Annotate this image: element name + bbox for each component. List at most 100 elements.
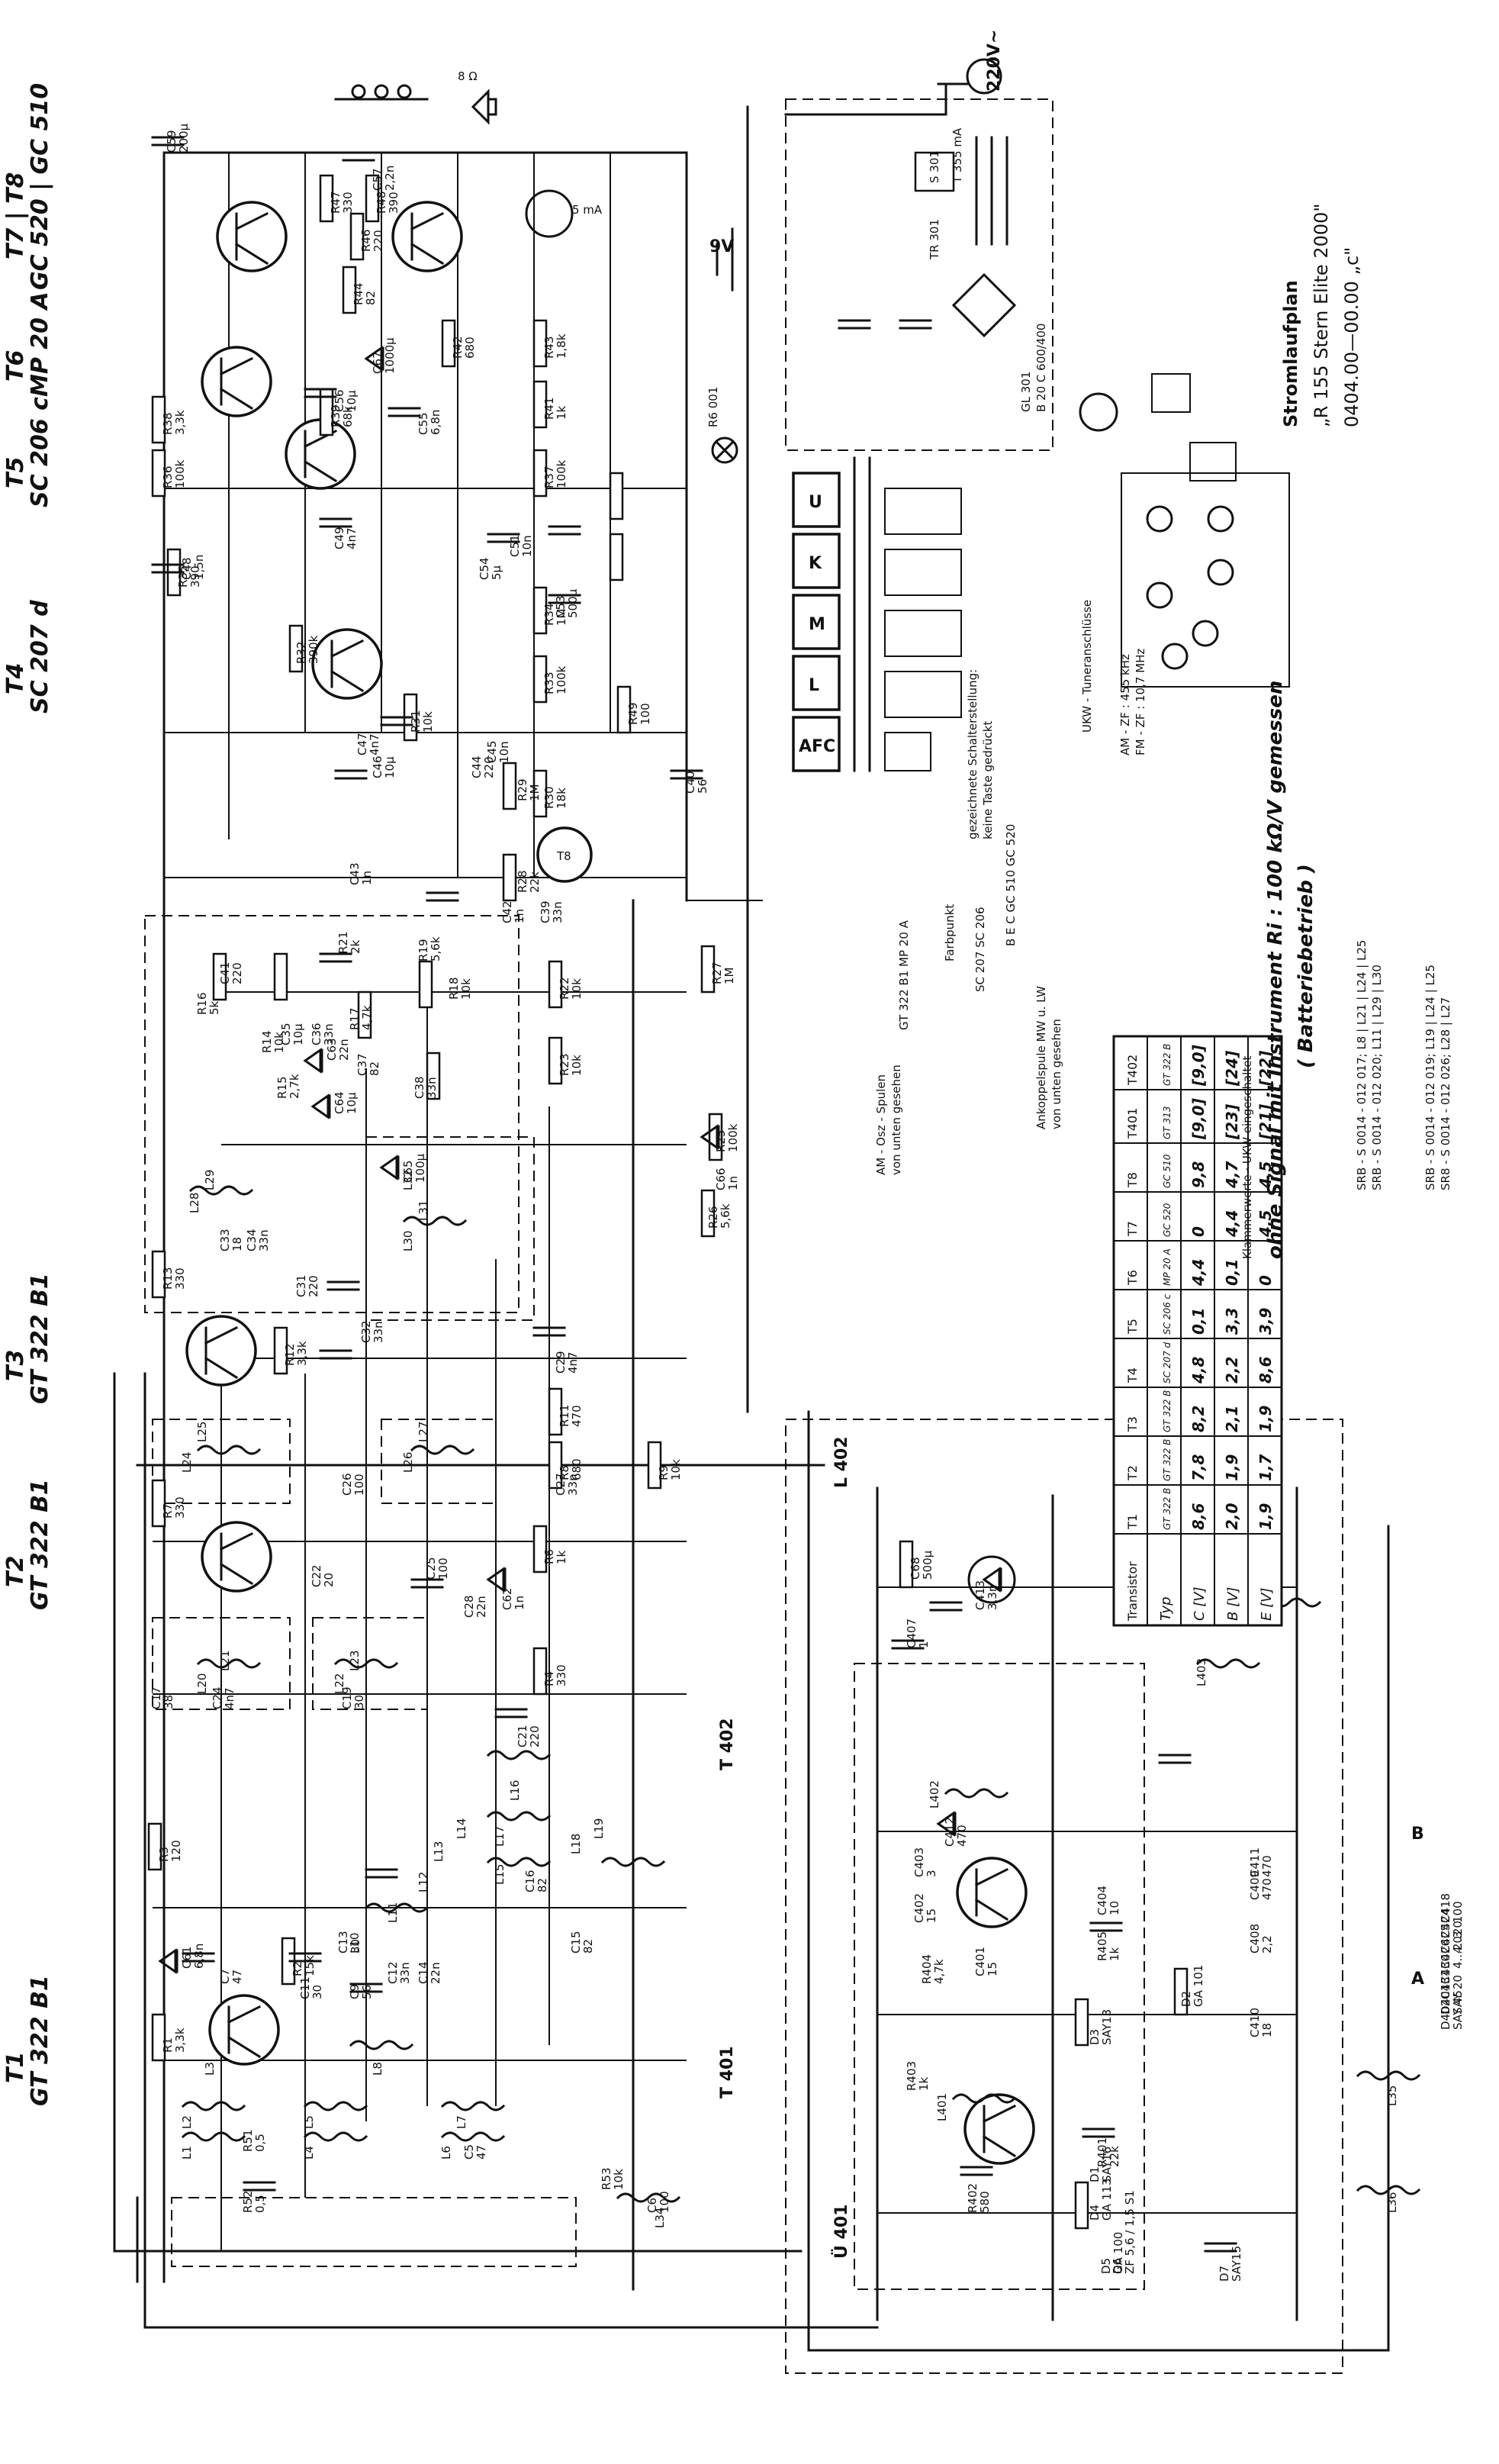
- ant-coil-label-2: von unten gesehen: [1050, 1019, 1063, 1129]
- component-label-c21: C21: [516, 1725, 529, 1747]
- component-value-c39: 33n: [551, 901, 565, 923]
- header-t6-part: MP 20 A: [27, 291, 53, 397]
- table-row-label: E [V]: [1259, 1588, 1275, 1621]
- component-value-d1: SAY16: [1100, 2147, 1114, 2182]
- component-label-c48: C48: [180, 557, 194, 580]
- component-label-c418: C418: [1439, 1893, 1452, 1923]
- svg-text:AFC: AFC: [799, 737, 835, 756]
- lamp-label: R6 001: [706, 387, 720, 427]
- component-label-c42: C42: [500, 900, 514, 923]
- coil-label-l403: L403: [1195, 1658, 1208, 1686]
- coil-label-l8: L8: [371, 2062, 384, 2076]
- component-label-c47: C47: [355, 733, 369, 755]
- table-cell: 1,9: [1256, 1503, 1275, 1530]
- component-value-c12: 33n: [398, 1962, 412, 1984]
- coil-label-l13: L13: [432, 1841, 446, 1862]
- table-cell: MP 20 A: [1162, 1248, 1173, 1286]
- component-label-c55: C55: [417, 412, 430, 435]
- component-label-r15: R15: [275, 1076, 289, 1099]
- coil-label-l27: L27: [417, 1422, 430, 1442]
- component-value-r37: 100k: [555, 459, 568, 488]
- meter-label: 5 mA: [572, 203, 603, 217]
- component-value-r8: 680: [570, 1458, 584, 1480]
- component-label-c15: C15: [569, 1931, 583, 1953]
- component-label-r19: R19: [417, 939, 430, 961]
- component-label-r401: R401: [1095, 2137, 1109, 2167]
- component-label-c51: C51: [508, 534, 522, 557]
- switch-note-2: keine Taste gedrückt: [981, 721, 995, 839]
- component-value-c63: 22n: [337, 1039, 351, 1061]
- component-value-c13: 30: [349, 1939, 362, 1953]
- table-cell: 4,5: [1256, 1161, 1275, 1189]
- component-label-c46: C46: [371, 755, 384, 778]
- coil-label-l24: L24: [180, 1452, 194, 1473]
- component-value-c40: 56: [696, 779, 709, 794]
- component-value-r27: 1M: [722, 968, 736, 985]
- component-label-r35: R35: [176, 565, 190, 588]
- component-value-c26: 100: [352, 1474, 366, 1496]
- component-value-c401: 15: [986, 1962, 999, 1976]
- header-t4-part: SC 207 d: [27, 600, 53, 713]
- transistor-t6: [201, 346, 272, 417]
- component-label-c27: C27: [554, 1473, 568, 1496]
- header-t3-part: GT 322 B1: [27, 1273, 53, 1404]
- component-value-c17: 38: [162, 1695, 175, 1709]
- component-value-c59: 200μ: [177, 123, 191, 153]
- component-value-c45: 10n: [497, 741, 511, 763]
- component-value-c425: 4...20: [1451, 1921, 1465, 1953]
- ukw-tuner: [1121, 373, 1290, 688]
- component-value-c46: 10μ: [383, 756, 397, 778]
- transistor-header: T1 GT 322 B1 T2 GT 322 B1 T3 GT 322 B1 T…: [2, 83, 53, 2106]
- component-label-d401: D401: [1439, 1984, 1452, 2015]
- header-t2-type: T2: [2, 1556, 29, 1587]
- component-label-c402: C402: [912, 1893, 926, 1923]
- component-value-r18: 10k: [459, 978, 473, 1000]
- component-value-c11: 30: [310, 1985, 324, 1999]
- coil-label-l25: L25: [195, 1422, 209, 1442]
- switch-note-1: gezeichnete Schalterstellung:: [966, 669, 979, 839]
- component-label-r30: R30: [542, 786, 556, 809]
- component-label-d7: D7: [1218, 2266, 1231, 2282]
- capacitor-symbols: [151, 136, 1237, 2253]
- component-value-c22: 20: [322, 1573, 336, 1587]
- voltage-table-notes: Klammerwerte · UKW eingeschaltet ohne Si…: [1240, 681, 1317, 1259]
- coil-label-l32: L32: [401, 1170, 415, 1190]
- component-value-r44: 82: [364, 291, 378, 305]
- component-value-r31: 10k: [421, 711, 435, 733]
- supply-bridge: B 20 C 600/400: [1034, 324, 1048, 412]
- transistor-t4: [311, 628, 383, 700]
- component-label-r44: R44: [352, 282, 365, 305]
- component-label-c54: C54: [478, 557, 491, 580]
- header-t4-type: T4: [2, 663, 29, 694]
- component-label-c56: C56: [333, 389, 346, 412]
- coil-label-l1: L1: [180, 2146, 194, 2160]
- component-value-c7: 47: [230, 1970, 244, 1984]
- component-value-r29: 1M: [528, 784, 542, 802]
- table-cell: [9,0]: [1189, 1098, 1208, 1140]
- title-line1: Stromlaufplan: [1280, 280, 1301, 427]
- table-cell: [9,0]: [1189, 1045, 1208, 1087]
- component-label-r13: R13: [161, 1267, 175, 1290]
- table-note-1: Klammerwerte · UKW eingeschaltet: [1240, 1056, 1254, 1259]
- component-value-r52: 0,5: [253, 2195, 267, 2213]
- table-header-cell: T401: [1125, 1108, 1140, 1139]
- component-label-r49: R49: [626, 702, 640, 725]
- component-label-r12: R12: [283, 1343, 297, 1366]
- component-value-c61: 6,8n: [192, 1944, 206, 1969]
- table-cell: 8,6: [1256, 1356, 1275, 1383]
- table-cell: GT 322 B: [1162, 1390, 1173, 1432]
- coil-code-3: SRB - S 0014 - 012 019; L19 | L24 | L25: [1423, 965, 1437, 1190]
- component-value-c424: 3: [1451, 1931, 1465, 1938]
- component-value-c38: 33n: [425, 1077, 439, 1099]
- component-value-r26: 5,6k: [719, 1203, 732, 1229]
- component-value-c33: 18: [230, 1237, 244, 1251]
- component-value-r30: 18k: [555, 788, 568, 809]
- coil-label-l31: L31: [417, 1200, 430, 1221]
- component-label-r38: R38: [161, 412, 175, 435]
- component-label-r28: R28: [516, 870, 529, 893]
- component-value-r34: 1M: [555, 609, 568, 626]
- title-block: Stromlaufplan „R 155 Stern Elite 2000" 0…: [1280, 204, 1362, 427]
- component-value-r19: 5,6k: [429, 936, 442, 961]
- svg-text:U: U: [809, 493, 822, 512]
